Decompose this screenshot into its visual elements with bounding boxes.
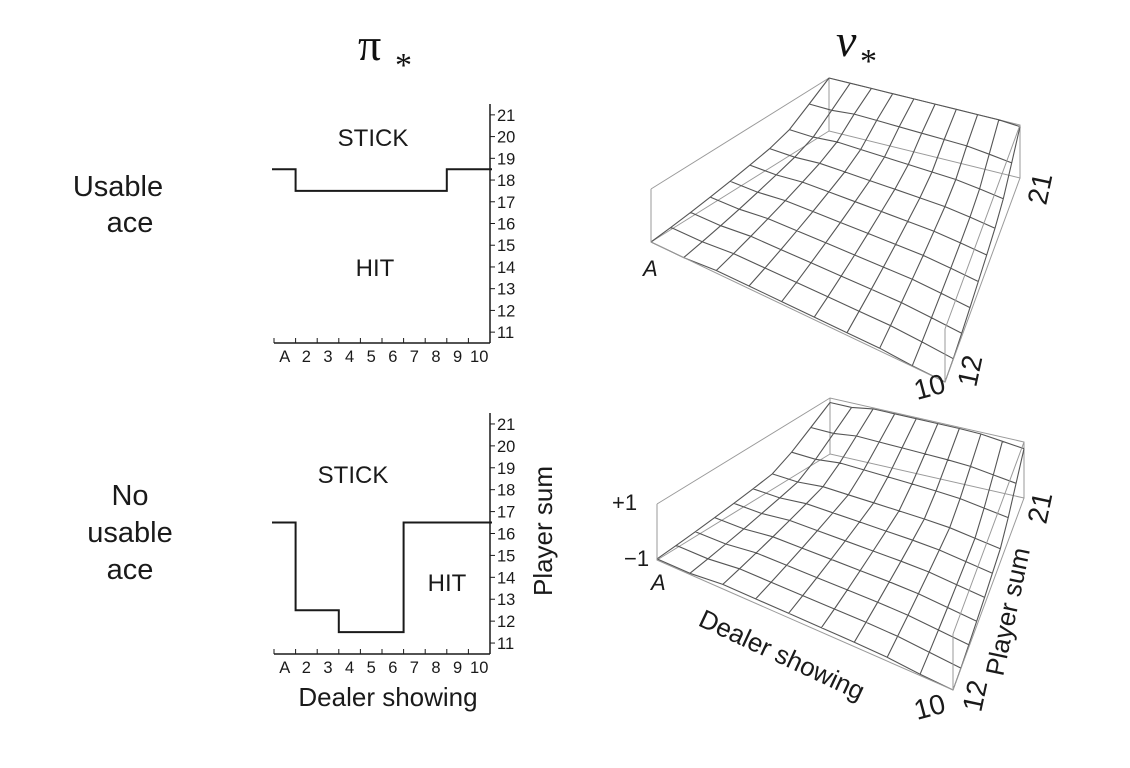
policy-y-tick-label: 20: [497, 438, 515, 456]
player-twelve-corner-label: 12: [957, 677, 994, 714]
policy-x-tick-label: 7: [410, 348, 419, 366]
value-surface-usable-ace: A 10 12 21: [641, 77, 1059, 406]
policy-x-tick-label: 3: [323, 348, 332, 366]
policy-y-axis-label: Player sum: [528, 466, 558, 596]
policy-x-tick-label: 9: [453, 659, 462, 677]
policy-x-tick-label: 8: [431, 659, 440, 677]
policy-x-tick-label: 6: [388, 348, 397, 366]
policy-y-tick-label: 11: [497, 324, 514, 342]
player-twentyone-corner-label: 21: [1022, 170, 1059, 207]
surface-box-front: [656, 441, 1025, 691]
policy-y-tick-label: 19: [497, 460, 515, 478]
player-twentyone-corner-label: 21: [1022, 489, 1059, 526]
header-value-symbol: v: [836, 15, 857, 66]
policy-y-tick-label: 13: [497, 591, 515, 609]
policy-x-tick-label: 4: [345, 348, 354, 366]
policy-x-axis-label: Dealer showing: [298, 682, 477, 712]
header-policy: π *: [358, 19, 412, 84]
surface-box-front: [650, 124, 1021, 383]
policy-y-tick-label: 21: [497, 416, 515, 434]
policy-x-tick-label: 8: [431, 348, 440, 366]
policy-x-tick-label: 3: [323, 659, 332, 677]
value-surface-no-usable-ace: +1 −1 A 10 12 21 Dealer showing Player s…: [612, 397, 1059, 726]
policy-boundary-line: [272, 168, 492, 192]
row-label-usable-line1: Usable: [73, 171, 163, 203]
header-policy-subscript: *: [395, 47, 412, 84]
policy-x-tick-label: A: [279, 659, 290, 677]
policy-x-tick-label: A: [279, 348, 290, 366]
surface-dealer-axis-label: Dealer showing: [694, 603, 869, 706]
stick-label: STICK: [318, 462, 389, 489]
policy-x-tick-label: 9: [453, 348, 462, 366]
surface-mesh: [650, 77, 1021, 383]
policy-x-tick-label: 2: [302, 348, 311, 366]
policy-y-tick-label: 19: [497, 150, 515, 168]
dealer-ten-corner-label: 10: [911, 368, 949, 406]
policy-x-tick-label: 7: [410, 659, 419, 677]
row-label-nousable-line1: No: [111, 480, 148, 512]
policy-y-tick-label: 17: [497, 194, 515, 212]
policy-x-tick-label: 2: [302, 659, 311, 677]
policy-boundary-line: [272, 521, 492, 634]
hit-label: HIT: [356, 255, 395, 282]
surface-player-axis-label: Player sum: [980, 545, 1036, 678]
policy-y-tick-label: 14: [497, 259, 515, 277]
z-min-label: −1: [624, 546, 649, 571]
policy-y-tick-label: 12: [497, 302, 515, 320]
dealer-ace-corner-label: A: [641, 256, 658, 281]
row-label-usable-line2: ace: [107, 207, 154, 239]
policy-x-tick-label: 6: [388, 659, 397, 677]
policy-x-tick-label: 5: [367, 348, 376, 366]
policy-y-tick-label: 17: [497, 504, 515, 522]
policy-x-tick-label: 10: [470, 659, 488, 677]
surface-box-back: [650, 77, 1021, 243]
dealer-ace-corner-label: A: [649, 570, 666, 595]
dealer-ten-corner-label: 10: [911, 688, 949, 726]
stick-label: STICK: [338, 125, 409, 152]
policy-y-tick-label: 15: [497, 547, 515, 565]
policy-y-tick-label: 11: [497, 635, 514, 653]
policy-y-tick-label: 16: [497, 526, 515, 544]
header-policy-symbol: π: [358, 19, 381, 70]
policy-y-tick-label: 15: [497, 237, 515, 255]
policy-y-tick-label: 12: [497, 613, 515, 631]
policy-y-tick-label: 18: [497, 482, 515, 500]
policy-y-tick-label: 16: [497, 216, 515, 234]
z-max-label: +1: [612, 490, 637, 515]
header-value: v *: [836, 15, 877, 80]
hit-label: HIT: [428, 570, 467, 597]
policy-y-tick-label: 20: [497, 129, 515, 147]
policy-x-tick-label: 5: [367, 659, 376, 677]
surface-mesh: [656, 401, 1025, 691]
player-twelve-corner-label: 12: [952, 352, 989, 389]
policy-y-tick-label: 14: [497, 569, 515, 587]
policy-x-tick-label: 4: [345, 659, 354, 677]
policy-y-tick-label: 21: [497, 107, 515, 125]
policy-y-tick-label: 18: [497, 172, 515, 190]
policy-y-tick-label: 13: [497, 281, 515, 299]
row-label-nousable-line3: ace: [107, 554, 154, 586]
row-label-nousable-line2: usable: [87, 517, 172, 549]
header-value-subscript: *: [860, 43, 877, 80]
policy-x-tick-label: 10: [470, 348, 488, 366]
